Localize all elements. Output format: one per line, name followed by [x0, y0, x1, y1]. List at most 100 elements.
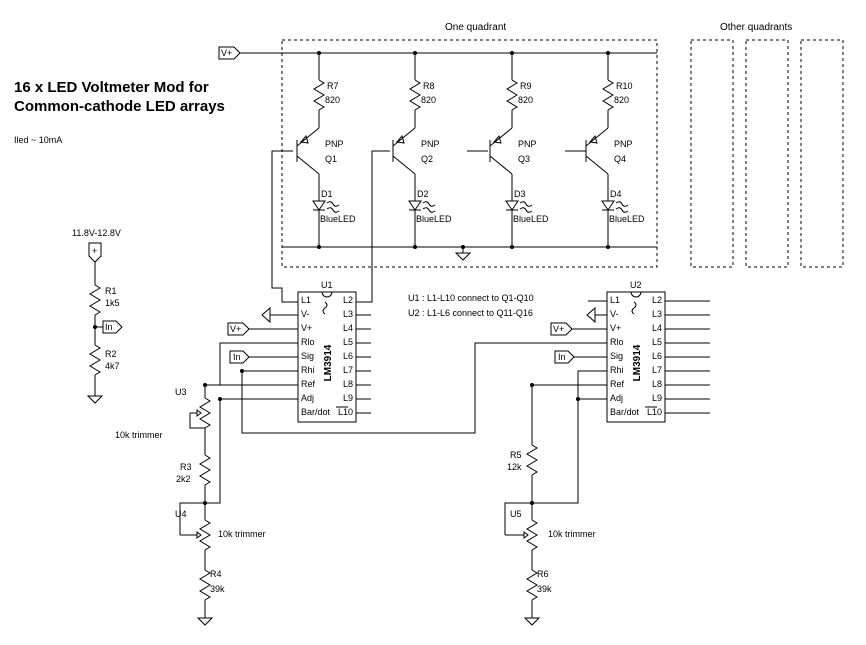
current-note: Iled ~ 10mA	[14, 135, 62, 145]
chip-2-left-pin: V-	[610, 309, 619, 319]
q1-base-wire	[271, 150, 298, 303]
other-quadrants-label: Other quadrants	[720, 22, 792, 33]
u1-chip: U1LM3914L1V-V+RloSigRhiRefAdjBar/dotL2L3…	[297, 280, 357, 423]
chip-2-name: U2	[630, 280, 642, 290]
r7-value: 820	[325, 95, 340, 105]
d1-label: BlueLED	[320, 214, 356, 224]
d3-name: D3	[514, 189, 526, 199]
q2-type: PNP	[421, 139, 440, 149]
u2-in-flag: In	[554, 350, 575, 364]
chip-2-left-pin: V+	[610, 323, 621, 333]
chip-1-right-pin: L6	[343, 351, 353, 361]
r3-value: 2k2	[176, 474, 191, 484]
r2-resistor	[89, 344, 101, 376]
r7-resistor	[313, 79, 325, 111]
r7-name: R7	[327, 81, 339, 91]
d4-name: D4	[610, 189, 622, 199]
d1-led	[312, 200, 326, 211]
chip-2-right-pin: L6	[652, 351, 662, 361]
r6-value: 39k	[537, 584, 552, 594]
divider-in-text: In	[105, 322, 113, 332]
r8-name: R8	[423, 81, 435, 91]
r9-resistor	[506, 79, 518, 111]
u2-ref-wire	[531, 384, 607, 445]
chip-2-left-pin: Rhi	[610, 365, 624, 375]
u2-vminus-ground	[586, 306, 607, 324]
r3-name: R3	[180, 462, 192, 472]
chip-1-left-pin: Ref	[301, 379, 316, 389]
r10-value: 820	[614, 95, 629, 105]
chip-2-left-pin: Rlo	[610, 337, 624, 347]
other-quadrant-box-1	[690, 39, 734, 268]
chip-2-right-pin: L2	[652, 295, 662, 305]
r6-name: R6	[537, 569, 549, 579]
d2-label: BlueLED	[416, 214, 452, 224]
chip-2-left-pin: Adj	[610, 393, 623, 403]
divider-in-flag: In	[102, 320, 123, 334]
chip-1-part: LM3914	[323, 344, 334, 381]
r9-value: 820	[518, 95, 533, 105]
u1-vplus-flag: V+	[227, 322, 250, 336]
q2-base-wire	[356, 150, 390, 303]
q1-name: Q1	[325, 154, 337, 164]
quadrant-ground-symbol	[454, 247, 472, 261]
svg-text:In: In	[233, 352, 241, 362]
one-quadrant-box	[281, 39, 658, 268]
q2-name: Q2	[421, 154, 433, 164]
d4-led	[601, 200, 615, 211]
chip-1-left-pin: Adj	[301, 393, 314, 403]
r4-resistor	[199, 569, 211, 601]
connection-note-u1: U1 : L1-L10 connect to Q1-Q10	[408, 293, 534, 303]
r8-value: 820	[421, 95, 436, 105]
q4-name: Q4	[614, 154, 626, 164]
u4-name: U4	[175, 509, 187, 519]
r4-value: 39k	[210, 584, 225, 594]
chip-1-left-pin: Rlo	[301, 337, 315, 347]
chip-1-left-pin: Rhi	[301, 365, 315, 375]
u5-value: 10k trimmer	[548, 529, 596, 539]
d1-name: D1	[321, 189, 333, 199]
chip-1-left-pin: L1	[301, 295, 311, 305]
svg-text:V+: V+	[553, 324, 564, 334]
chip-2-right-pin: L3	[652, 309, 662, 319]
svg-text:In: In	[558, 352, 566, 362]
r5-name: R5	[510, 450, 522, 460]
chip-2-left-pin: L1	[610, 295, 620, 305]
other-quadrant-box-3	[800, 39, 844, 268]
u2-chip: U2LM3914L1V-V+RloSigRhiRefAdjBar/dotL2L3…	[606, 280, 666, 423]
r5-value: 12k	[507, 462, 522, 472]
r1-name: R1	[105, 286, 117, 296]
r1-resistor	[89, 284, 101, 316]
chip-2-right-pin: L8	[652, 379, 662, 389]
u1-vminus-ground	[261, 306, 298, 324]
d2-led	[408, 200, 422, 211]
r1-value: 1k5	[105, 298, 120, 308]
top-vplus-text: V+	[221, 48, 232, 58]
chip-2-right-pin: L7	[652, 365, 662, 375]
chip-1-left-pin: Sig	[301, 351, 314, 361]
u1-adj-wire	[205, 398, 298, 504]
chip-2-left-pin: Ref	[610, 379, 625, 389]
chip-1-name: U1	[321, 280, 333, 290]
r8-resistor	[409, 79, 421, 111]
right-chain-ground	[523, 617, 541, 626]
u3-value: 10k trimmer	[115, 430, 163, 440]
r9-name: R9	[520, 81, 532, 91]
chip-1-right-pin: L8	[343, 379, 353, 389]
chip-1-right-pin: L3	[343, 309, 353, 319]
u1-ref-wire	[204, 384, 298, 398]
top-vplus-flag: V+	[218, 46, 241, 60]
title-line-1: 16 x LED Voltmeter Mod for	[14, 79, 209, 96]
u2-vplus-flag: V+	[550, 322, 573, 336]
chip-2-part: LM3914	[632, 344, 643, 381]
q1-type: PNP	[325, 139, 344, 149]
r4-name: R4	[210, 569, 222, 579]
left-chain-ground	[196, 617, 214, 626]
chip-2-right-pin: L4	[652, 323, 662, 333]
u1-rlo-wire	[219, 342, 298, 385]
u3-trimmer	[199, 397, 211, 429]
